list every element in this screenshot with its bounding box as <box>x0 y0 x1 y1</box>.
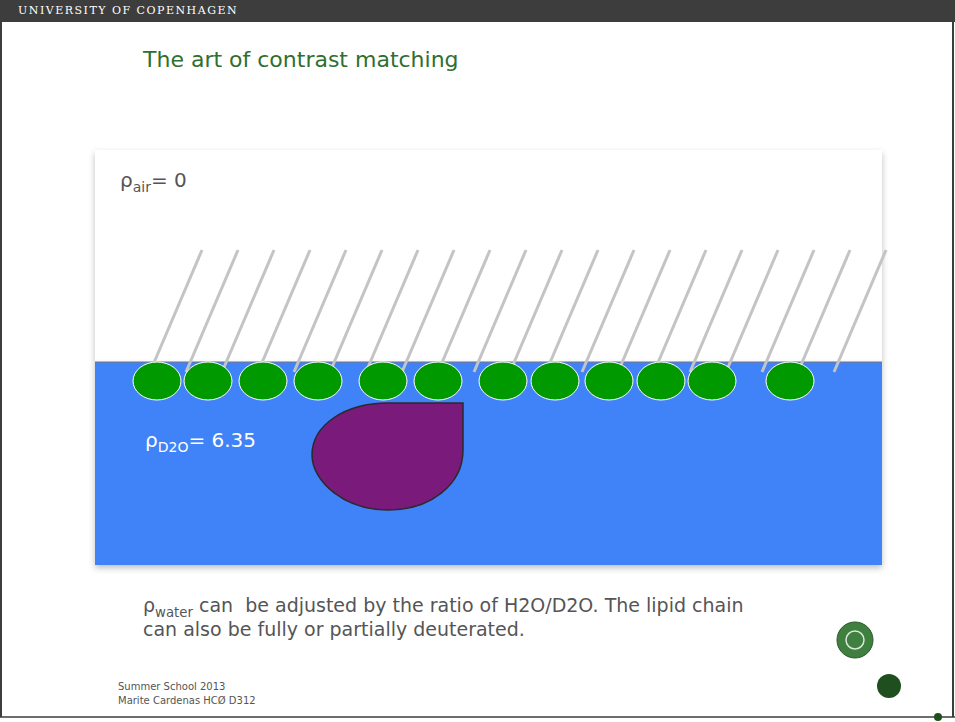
lipid-tails <box>150 250 886 372</box>
slide-title: The art of contrast matching <box>143 47 459 72</box>
water-region <box>95 362 882 565</box>
lipid-head <box>133 362 181 400</box>
lipid-head <box>585 362 633 400</box>
density-label: ρair= 0 <box>120 168 187 195</box>
footer-text: Summer School 2013 <box>118 680 256 694</box>
header-text: UNIVERSITY OF COPENHAGEN <box>18 4 238 17</box>
lipid-head <box>766 362 814 400</box>
header-bar <box>0 0 955 22</box>
footer-group: Summer School 2013Marite Cardenas HCØ D3… <box>118 680 256 707</box>
symbol: ρ <box>143 594 155 616</box>
frame-line <box>952 22 954 717</box>
university-logo <box>837 622 873 658</box>
decor-dot <box>877 674 901 698</box>
header-group: UNIVERSITY OF COPENHAGEN <box>18 4 238 17</box>
title-group: The art of contrast matching <box>143 47 459 72</box>
note-text: can be adjusted by the ratio of H2O/D2O.… <box>143 594 750 640</box>
lipid-head <box>637 362 685 400</box>
value: = 0 <box>151 168 187 192</box>
note-group: ρwater can be adjusted by the ratio of H… <box>143 596 783 640</box>
lipid-head <box>531 362 579 400</box>
subscript: water <box>155 605 193 620</box>
lipid-head <box>294 362 342 400</box>
frame-line <box>0 716 955 718</box>
lipid-head <box>239 362 287 400</box>
density-label: ρD2O= 6.35 <box>145 428 256 455</box>
lipid-head <box>184 362 232 400</box>
university-logo <box>846 631 864 649</box>
lipid-head <box>359 362 407 400</box>
lipid-head <box>414 362 462 400</box>
decor-dot <box>934 713 942 721</box>
symbol: ρ <box>145 428 158 452</box>
protein-shape <box>312 403 463 510</box>
subscript: air <box>133 179 151 195</box>
lipid-tail <box>834 250 886 372</box>
frame-line <box>0 22 2 717</box>
value: = 6.35 <box>188 428 256 452</box>
lipid-heads <box>133 362 814 400</box>
lipid-head <box>479 362 527 400</box>
lipid-head <box>688 362 736 400</box>
subscript: D2O <box>158 439 189 455</box>
symbol: ρ <box>120 168 133 192</box>
footer-text: Marite Cardenas HCØ D312 <box>118 694 256 708</box>
